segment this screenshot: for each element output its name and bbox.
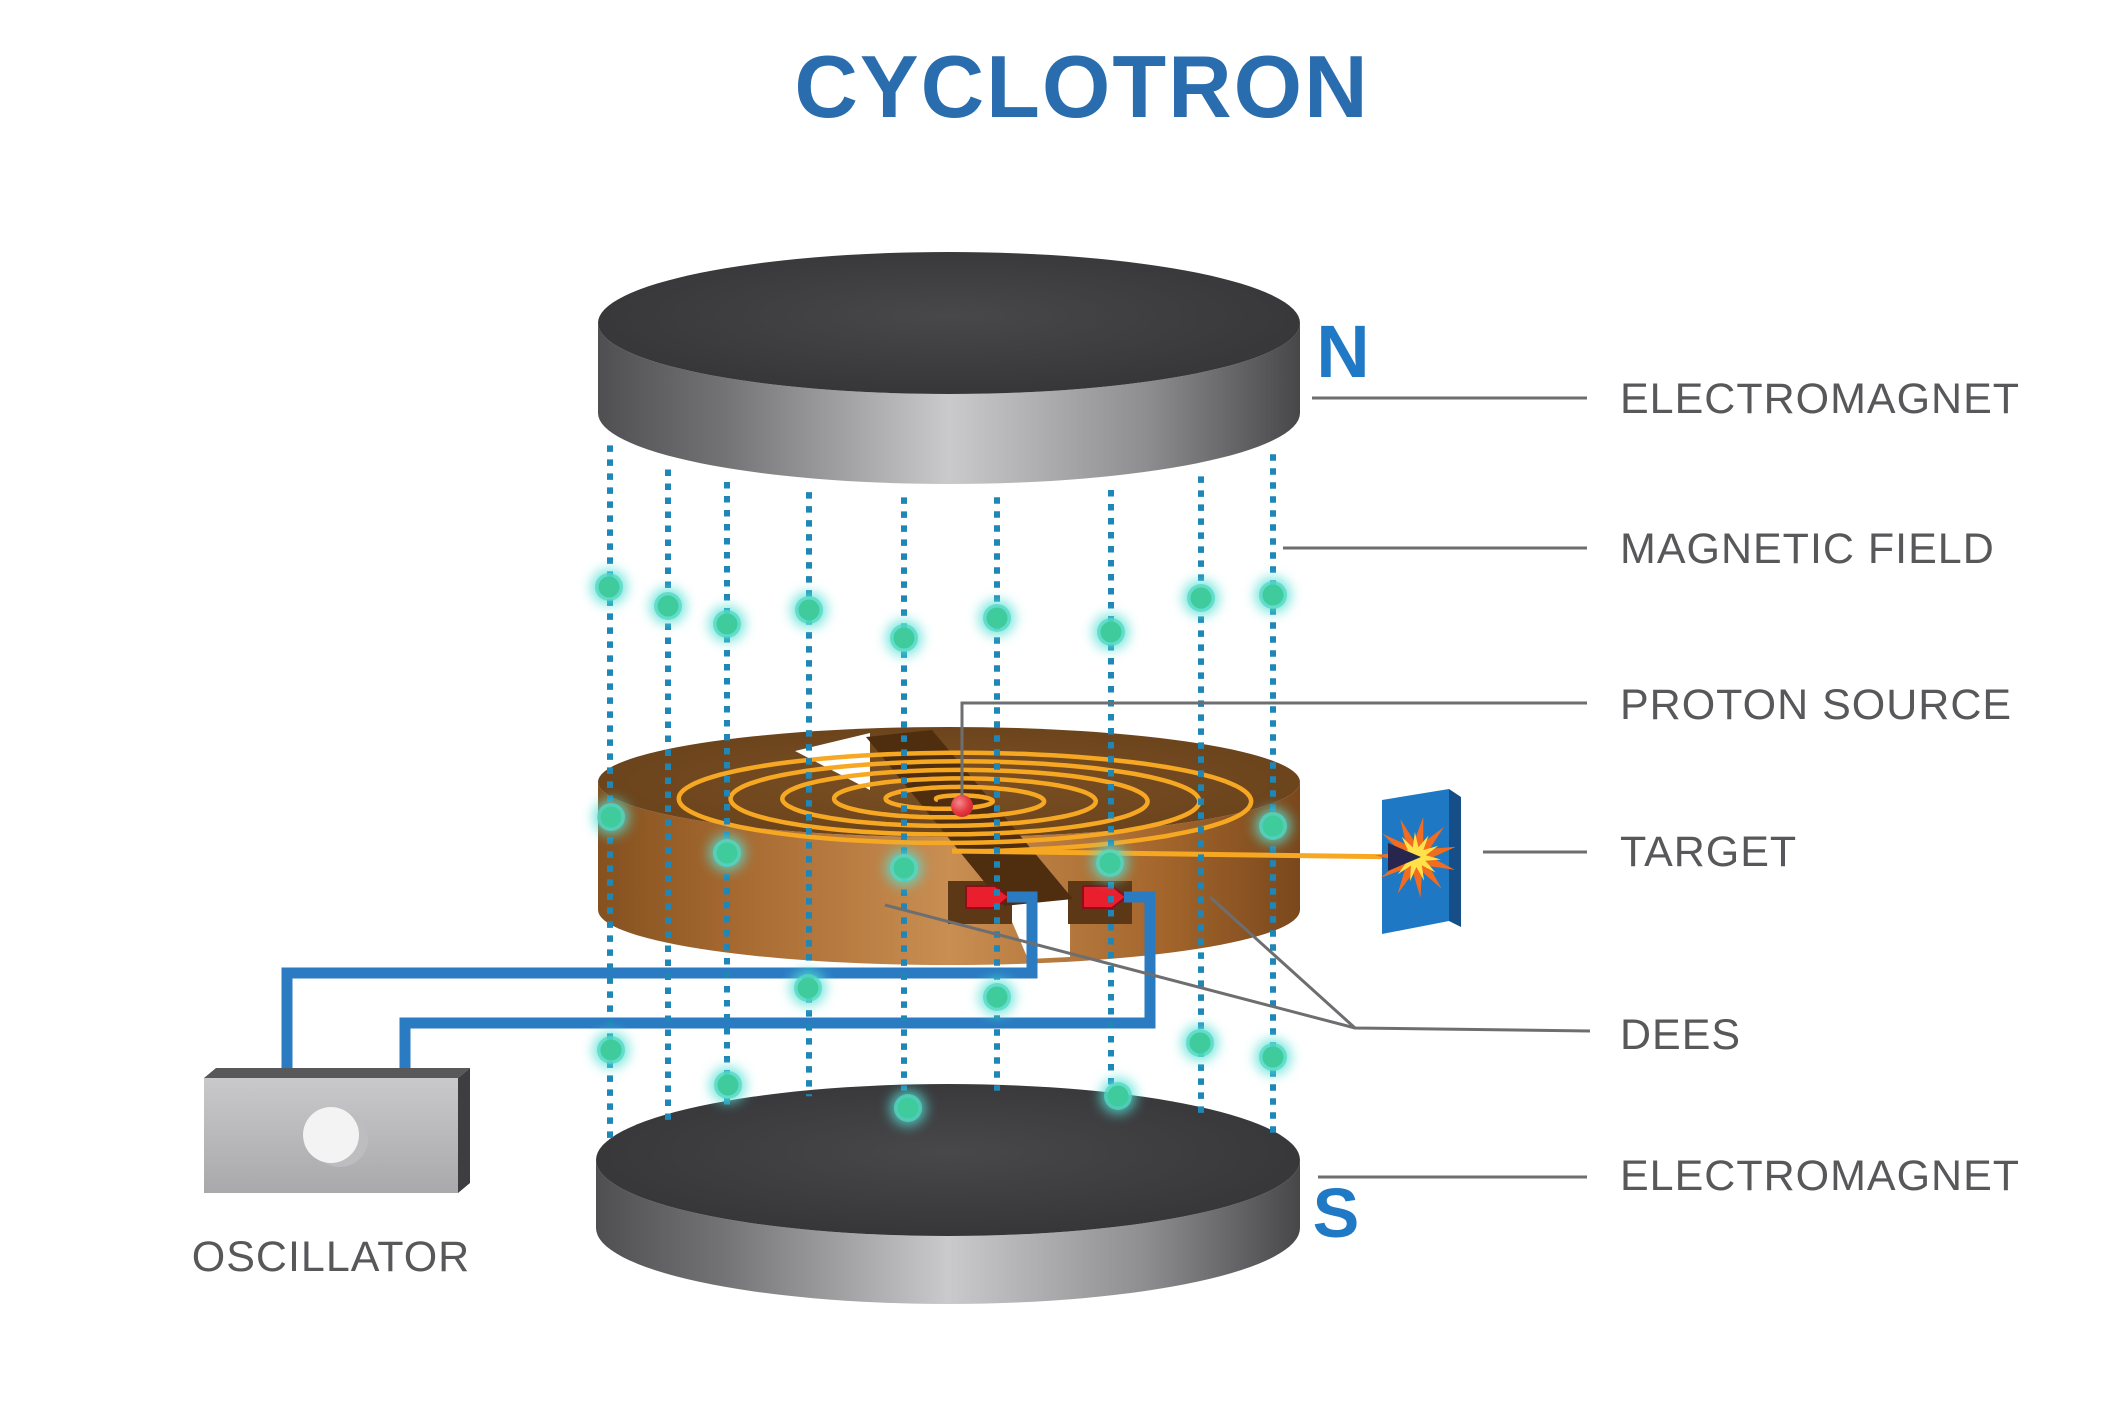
electrode-connector-right (1082, 885, 1128, 909)
glow-particle (886, 620, 922, 656)
glow-particle (1255, 577, 1291, 613)
electromagnet-bottom-face (596, 1084, 1300, 1236)
oscillator-right-edge (458, 1068, 470, 1193)
wire-left-dee (281, 891, 1038, 1080)
glow-particle (890, 1090, 926, 1126)
oscillator-box (204, 1068, 470, 1193)
oscillator-wires (281, 891, 1156, 1080)
proton-source-dot (951, 795, 973, 817)
electromagnet-bottom-side (596, 1160, 1300, 1304)
glow-particle (709, 606, 745, 642)
oscillator-knob (303, 1107, 359, 1163)
wire-right-dee (399, 891, 1156, 1080)
glow-particle (1255, 1039, 1291, 1075)
label-magnetic-field: MAGNETIC FIELD (1620, 525, 1995, 573)
glow-particle (593, 799, 629, 835)
label-dees: DEES (1620, 1011, 1741, 1059)
field-glow-particles (591, 569, 1291, 1126)
label-electromagnet-bottom: ELECTROMAGNET (1620, 1152, 2020, 1200)
label-oscillator: OSCILLATOR (192, 1233, 470, 1281)
page-title: CYCLOTRON (794, 37, 1369, 136)
glow-particle (591, 569, 627, 605)
glow-particle (1092, 845, 1128, 881)
glow-particle (979, 979, 1015, 1015)
label-proton-source: PROTON SOURCE (1620, 681, 2012, 729)
glow-particle (593, 1032, 629, 1068)
glow-particle (1093, 614, 1129, 650)
glow-particle (1100, 1078, 1136, 1114)
proton-beam (951, 848, 1405, 860)
leader-proton-source (960, 701, 1587, 797)
glow-particle (709, 835, 745, 871)
leader-lines (884, 396, 1591, 1179)
beam-and-target (951, 789, 1461, 934)
beam-arrowhead-icon (1388, 843, 1421, 871)
glow-particle (710, 1067, 746, 1103)
glow-particle (790, 970, 826, 1006)
target-panel-edge (1449, 789, 1461, 927)
glow-particle (1255, 808, 1291, 844)
electromagnet-bottom (596, 1084, 1300, 1304)
proton-spiral-path (676, 750, 1254, 854)
glow-particle (791, 592, 827, 628)
glow-particle (886, 850, 922, 886)
label-target: TARGET (1620, 828, 1797, 876)
oscillator-top-edge (204, 1068, 470, 1078)
electromagnet-top-side (598, 323, 1300, 484)
glow-particle (1182, 1025, 1218, 1061)
electromagnet-top (598, 252, 1300, 484)
electromagnet-top-face (598, 252, 1300, 394)
glow-particle (1183, 580, 1219, 616)
glow-particle (979, 600, 1015, 636)
north-pole-label: N (1316, 310, 1369, 393)
south-pole-label: S (1313, 1174, 1360, 1252)
dees-assembly (598, 727, 1300, 965)
glow-particle (650, 588, 686, 624)
label-electromagnet-top: ELECTROMAGNET (1620, 375, 2020, 423)
leader-dees-right (1208, 895, 1357, 1030)
